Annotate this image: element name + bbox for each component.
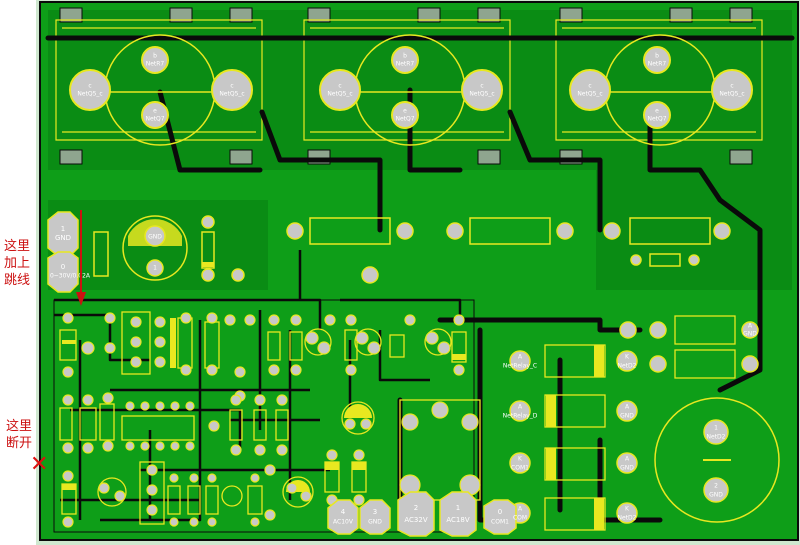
cut-mark-icon: ✕ [30, 452, 49, 477]
q2-b-net: NetR7 [396, 61, 415, 68]
input-diode [201, 231, 215, 269]
cap-gnd-label: GND [148, 234, 162, 241]
q3-c2-pin: c [730, 83, 733, 90]
pad-a-relay-d: A [518, 404, 523, 411]
q2-c-pin: c [338, 83, 341, 90]
pad-k-com1-net: COM1 [511, 465, 529, 472]
pad-k-md2-top: K [625, 354, 630, 361]
q1-b-pin: b [153, 53, 157, 60]
pad-bigcap-1: 1 [714, 425, 718, 432]
pad-k-com1: K [518, 456, 523, 463]
input-jumper [93, 231, 109, 277]
jumper-note-line3: 跳线 [4, 273, 31, 288]
q2-b-pin: b [403, 53, 407, 60]
conn-ac10v: AC10V [333, 519, 354, 526]
q3-c2-net: NetQ5_c [719, 91, 744, 98]
pad-a-com-net: COM [513, 515, 527, 522]
output-pad-label: 0~30V/0.02A [50, 273, 91, 280]
q3-c-pin: c [588, 83, 591, 90]
power-resistors [309, 217, 711, 267]
pad-a-gnd3: A [748, 323, 753, 330]
q3-c-net: NetQ5_c [577, 91, 602, 98]
control-components [59, 311, 481, 525]
conn-ac18v: AC18V [446, 516, 469, 524]
output-capacitor [654, 397, 780, 523]
power-resistor-pads [201, 215, 731, 284]
pad-k-md2-bot: K [625, 506, 630, 513]
q3-b-net: NetR7 [648, 61, 667, 68]
pad-a-gnd3-net: GND [743, 331, 757, 338]
pad-a-relay-c-net: NetRelay_C [503, 363, 537, 370]
input-connector [47, 211, 79, 293]
pad-a-gnd1: A [625, 404, 630, 411]
jumper-arrow-icon [76, 210, 86, 306]
output-pad-number: 0 [61, 263, 65, 271]
q3-b-pin: b [655, 53, 659, 60]
q1-c-pin: c [88, 83, 91, 90]
conn-ac10v-num: 4 [341, 508, 346, 516]
jumper-note-line2: 加上 [4, 256, 31, 271]
cap-pos-label: 1 [153, 265, 157, 272]
bottom-connector-pads [327, 491, 517, 537]
break-note-line1: 这里 [6, 419, 33, 434]
q3-e-pin: e [655, 108, 659, 115]
input-diode-band [202, 262, 214, 267]
pad-a-gnd1-net: GND [620, 413, 634, 420]
transistor-pads [69, 46, 753, 129]
rectifier-diodes [544, 315, 736, 531]
gnd-pad-label: GND [55, 234, 71, 242]
q1-e-pin: e [153, 108, 157, 115]
q2-e-net: NetQ7 [395, 116, 414, 123]
conn-ac32v: AC32V [404, 516, 427, 524]
pad-a-com: A [518, 506, 523, 513]
conn-com1: COM1 [491, 519, 509, 526]
component-bands [62, 318, 466, 492]
q2-c2-net: NetQ5_c [469, 91, 494, 98]
q1-c2-net: NetQ5_c [219, 91, 244, 98]
conn-gnd: GND [368, 519, 382, 526]
pad-a-gnd2-net: GND [620, 465, 634, 472]
pad-bigcap-1-net: NetD2 [707, 434, 726, 441]
q2-c2-pin: c [480, 83, 483, 90]
conn-ac18v-num: 1 [456, 504, 460, 512]
break-annotation: 这里 断开 [6, 418, 32, 452]
q1-c-net: NetQ5_c [77, 91, 102, 98]
pad-a-relay-d-net: NetRelay_D [503, 413, 538, 420]
gnd-pad-number: 1 [61, 225, 65, 233]
break-note-line2: 断开 [6, 436, 33, 451]
heatsink-outlines [55, 19, 763, 141]
conn-ac32v-num: 2 [414, 504, 418, 512]
power-traces [45, 35, 795, 523]
jumper-note-line1: 这里 [4, 239, 31, 254]
q1-e-net: NetQ7 [145, 116, 164, 123]
pad-a-gnd2: A [625, 456, 630, 463]
q1-c2-pin: c [230, 83, 233, 90]
jumper-annotation: 这里 加上 跳线 [4, 238, 30, 289]
q3-e-net: NetQ7 [647, 116, 666, 123]
pad-a-relay-c: A [518, 354, 523, 361]
conn-com1-num: 0 [498, 508, 502, 516]
pad-bigcap-2-net: GND [709, 492, 723, 499]
pad-bigcap-2: 2 [714, 483, 718, 490]
q2-c-net: NetQ5_c [327, 91, 352, 98]
q2-e-pin: e [403, 108, 407, 115]
pad-k-md2-top-net: NetD2 [618, 363, 637, 370]
conn-gnd-num: 3 [373, 508, 377, 516]
pad-k-md2-bot-net: NetD2 [618, 515, 637, 522]
q1-b-net: NetR7 [146, 61, 165, 68]
filter-capacitor [122, 215, 188, 281]
control-pads [62, 312, 481, 528]
diode-bands [546, 345, 604, 530]
